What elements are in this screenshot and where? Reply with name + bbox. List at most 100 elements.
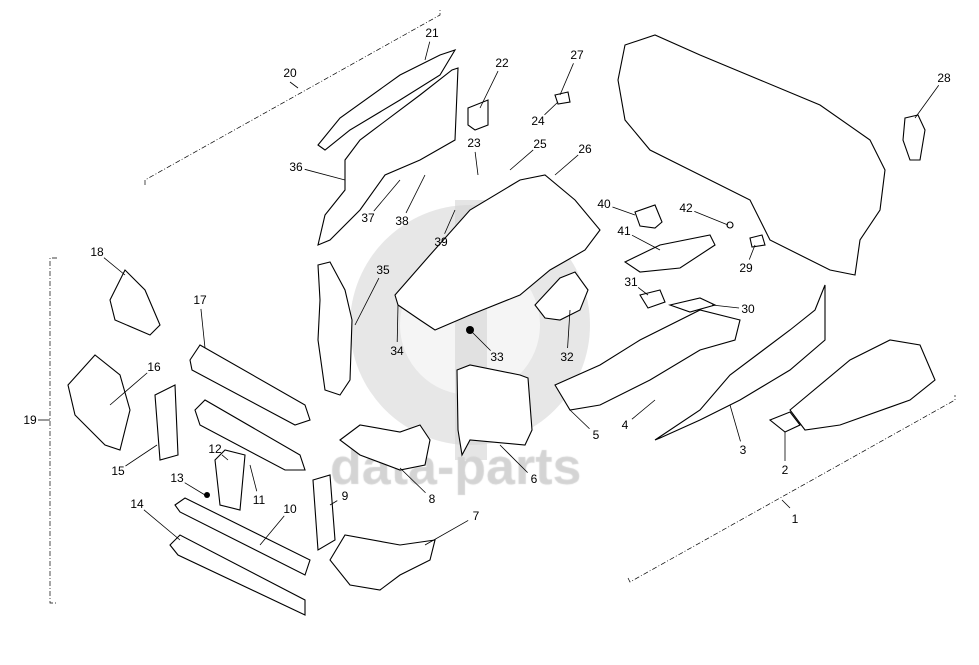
callout-6: 6	[531, 472, 538, 486]
leader-line-36	[304, 168, 346, 181]
part-6	[456, 364, 533, 457]
callout-5: 5	[593, 428, 600, 442]
callout-41: 41	[617, 224, 631, 238]
leader-line-6	[499, 444, 528, 473]
part-9	[312, 474, 336, 551]
leader-line-29	[748, 244, 756, 260]
callout-22: 22	[495, 56, 509, 70]
leader-line-25	[509, 149, 534, 171]
leader-line-7	[424, 520, 469, 546]
part-14	[169, 534, 306, 616]
bracket-20	[144, 10, 441, 185]
callout-1: 1	[792, 512, 799, 526]
leader-line-4	[631, 399, 656, 420]
leader-line-38	[405, 174, 426, 214]
leader-line-10	[259, 515, 285, 546]
leader-line-33	[471, 331, 491, 351]
part-34-floor	[394, 174, 601, 331]
part-31	[639, 289, 666, 309]
leader-line-15	[125, 444, 158, 467]
callout-37: 37	[361, 211, 375, 225]
part-2-panel	[789, 339, 936, 431]
leader-line-17	[200, 308, 206, 349]
callout-42: 42	[679, 201, 693, 215]
callout-23: 23	[467, 136, 481, 150]
part-5-rail	[554, 309, 741, 411]
callout-27: 27	[570, 48, 584, 62]
part-22	[467, 99, 489, 131]
part-41	[623, 234, 716, 273]
callout-4: 4	[622, 418, 629, 432]
part-32	[534, 271, 589, 321]
callout-9: 9	[342, 489, 349, 503]
callout-38: 38	[395, 214, 409, 228]
callout-33: 33	[490, 350, 504, 364]
callout-20: 20	[283, 66, 297, 80]
callout-30: 30	[741, 302, 755, 316]
part-7	[329, 534, 436, 591]
callout-24: 24	[531, 114, 545, 128]
part-15	[154, 384, 179, 461]
leader-line-37	[373, 179, 401, 212]
leader-line-18	[103, 257, 126, 276]
part-21	[317, 49, 457, 151]
callout-35: 35	[376, 263, 390, 277]
callout-28: 28	[937, 71, 951, 85]
part-13	[204, 492, 210, 498]
leader-lines	[103, 41, 940, 546]
part-40	[634, 204, 663, 229]
part-35	[317, 261, 353, 396]
part-11	[194, 399, 306, 471]
callout-14: 14	[130, 497, 144, 511]
callout-3: 3	[740, 443, 747, 457]
leader-line-40	[612, 206, 636, 216]
callout-29: 29	[739, 261, 753, 275]
callout-13: 13	[170, 471, 184, 485]
leader-line-41	[631, 234, 661, 251]
callout-25: 25	[533, 137, 547, 151]
callout-11: 11	[253, 493, 266, 507]
part-2	[768, 411, 801, 433]
callout-26: 26	[578, 142, 592, 156]
callout-19: 19	[23, 413, 37, 427]
callout-18: 18	[90, 245, 104, 259]
leader-line-31	[637, 287, 649, 296]
leader-line-5	[569, 409, 590, 430]
leader-line-14	[143, 509, 181, 541]
part-36	[317, 67, 459, 246]
part-8	[339, 424, 431, 471]
leader-line-27	[559, 63, 574, 96]
callout-17: 17	[193, 293, 207, 307]
part-28	[902, 114, 926, 161]
part-12	[214, 449, 246, 511]
leader-line-13	[184, 482, 206, 496]
leader-line-28	[914, 85, 940, 119]
bracket-19	[49, 257, 57, 604]
callout-2: 2	[782, 463, 789, 477]
leader-line-12	[221, 454, 229, 461]
part-3	[654, 284, 826, 441]
part-17	[189, 344, 311, 426]
callout-8: 8	[429, 492, 436, 506]
callout-31: 31	[624, 275, 638, 289]
leader-line-16	[109, 372, 148, 406]
callout-39: 39	[434, 235, 448, 249]
leader-line-23	[474, 151, 479, 176]
part-18	[109, 269, 161, 336]
part-29	[749, 234, 766, 248]
leader-line-9	[329, 500, 338, 506]
leader-line-30	[711, 304, 740, 309]
part-bulkhead	[617, 34, 886, 276]
part-30	[668, 297, 717, 313]
leader-line-11	[249, 464, 258, 492]
leader-line-8	[399, 467, 426, 494]
leader-line-3	[729, 404, 741, 442]
part-16	[67, 354, 131, 451]
leader-line-24	[544, 101, 559, 116]
callout-40: 40	[597, 197, 611, 211]
leader-line-26	[554, 154, 579, 176]
leader-line-35	[354, 277, 380, 326]
bracket-1	[627, 395, 956, 583]
part-27	[554, 91, 571, 105]
